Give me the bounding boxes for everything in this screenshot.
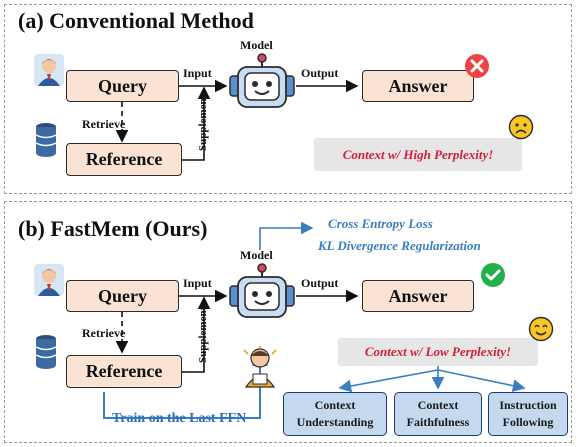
benefit-context-faithfulness: Context Faithfulness: [394, 392, 482, 436]
model-label-a: Model: [240, 38, 273, 52]
query-box-b: Query: [66, 280, 179, 312]
context-low-perplexity: Context w/ Low Perplexity!: [338, 338, 538, 366]
benefit-context-understanding: Context Understanding: [283, 392, 387, 436]
train-last-ffn-label: Train on the Last FFN: [112, 411, 247, 426]
benefit-line1: Instruction: [499, 398, 557, 412]
benefit-line1: Context: [314, 398, 356, 412]
context-high-perplexity: Context w/ High Perplexity!: [314, 138, 522, 171]
reference-box-a: Reference: [66, 143, 182, 176]
input-label-b: Input: [183, 276, 212, 290]
output-label-b: Output: [301, 276, 339, 290]
query-box-a: Query: [66, 70, 179, 102]
benefit-line2: Following: [502, 415, 554, 429]
answer-box-b: Answer: [362, 280, 474, 312]
worried-face-icon: [508, 114, 534, 140]
smiling-face-icon: [528, 316, 554, 342]
answer-box-a: Answer: [362, 70, 474, 102]
green-check-icon: [481, 263, 505, 287]
arrow-supplement-a: [182, 86, 211, 161]
kl-divergence-label: KL Divergence Regularization: [318, 238, 481, 253]
user-icon: [34, 54, 64, 86]
benefit-line2: Faithfulness: [406, 415, 470, 429]
database-icon: [35, 335, 57, 369]
panel-a-title: (a) Conventional Method: [18, 8, 254, 33]
input-label-a: Input: [183, 66, 212, 80]
cross-entropy-loss-label: Cross Entropy Loss: [328, 216, 433, 231]
benefit-instruction-following: Instruction Following: [488, 392, 568, 436]
arrow-supplement-b: [182, 296, 211, 373]
panel-fastmem: [4, 201, 572, 443]
arrow-loss: [259, 221, 314, 250]
reference-box-b: Reference: [66, 355, 182, 388]
supplement-label-a: Supplement: [197, 94, 209, 151]
supplement-label-b: Supplement: [197, 306, 209, 363]
robot-model-icon: [229, 53, 295, 108]
benefit-line1: Context: [417, 398, 459, 412]
output-label-a: Output: [301, 66, 339, 80]
thinking-person-icon: [243, 346, 277, 388]
model-label-b: Model: [240, 248, 273, 262]
panel-b-title: (b) FastMem (Ours): [18, 216, 208, 241]
user-icon: [34, 264, 64, 296]
robot-model-icon: [229, 263, 295, 318]
database-icon: [35, 123, 57, 157]
red-x-icon: [465, 54, 489, 78]
benefit-line2: Understanding: [296, 415, 374, 429]
panel-conventional: [4, 4, 572, 194]
retrieve-label-a: Retrieve: [82, 117, 126, 131]
retrieve-label-b: Retrieve: [82, 326, 126, 340]
